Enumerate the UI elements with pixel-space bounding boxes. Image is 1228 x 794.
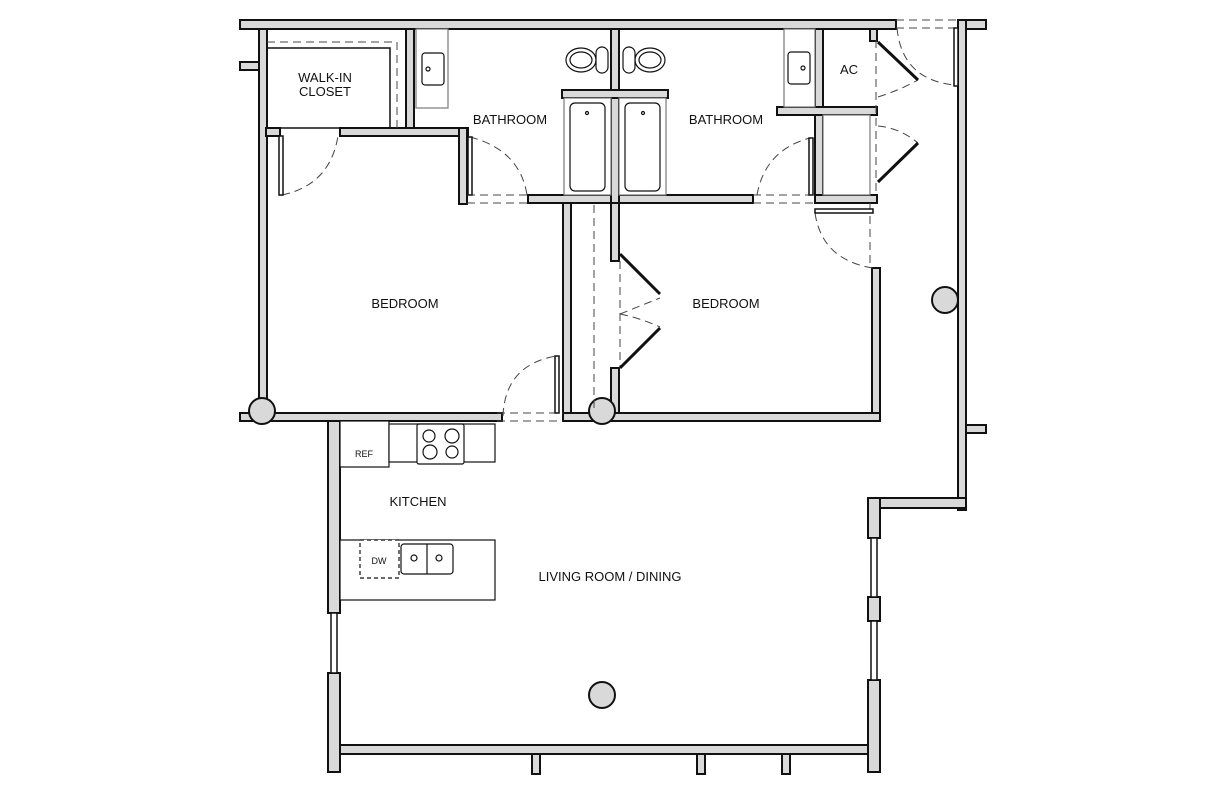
wall-exterior-step <box>867 497 967 509</box>
wall-bottom-div1 <box>531 753 541 775</box>
wall-bath-left-bottom <box>527 194 754 204</box>
wall-living-left-bottom <box>327 672 341 773</box>
wall-tub-top-left <box>561 89 669 99</box>
wall-bottom-div3 <box>781 753 791 775</box>
wall-bottom-div2 <box>696 753 706 775</box>
ac-closet-shelf <box>822 114 871 196</box>
column <box>248 397 276 425</box>
wall-left-stub <box>239 61 261 71</box>
door-hall-bifold-1 <box>618 252 662 296</box>
wall-closet-right <box>405 28 415 133</box>
door-swing-closet <box>281 135 339 196</box>
wall-exterior-right-bottom <box>867 679 881 773</box>
window-right-1 <box>870 537 878 598</box>
wall-closet-right-bottom <box>814 194 878 204</box>
door-bedroom-left <box>554 355 560 414</box>
wall-exterior-right-stub <box>965 424 987 434</box>
door-swing-entry <box>896 27 956 86</box>
range <box>416 423 465 465</box>
door-swing-bedroom-right <box>814 212 874 269</box>
column <box>588 397 616 425</box>
wall-center-divider <box>610 28 620 205</box>
door-closet <box>278 135 284 196</box>
wall-top <box>239 19 897 30</box>
room-label-bedroom-left: BEDROOM <box>371 296 439 311</box>
door-ac-bifold <box>876 40 920 82</box>
wall-hall-left <box>562 202 572 422</box>
room-label-bathroom-right: BATHROOM <box>688 112 764 127</box>
room-label-living-dining: LIVING ROOM / DINING <box>538 569 682 584</box>
sink-right-icon <box>787 51 811 85</box>
door-swing-ac <box>877 79 919 98</box>
door-bath-right <box>808 137 814 196</box>
wall-bottom <box>339 744 869 755</box>
wall-hall-right-top <box>610 202 620 262</box>
door-closet-bifold <box>876 141 920 184</box>
column <box>931 286 959 314</box>
wall-exterior-right-mid <box>867 596 881 622</box>
tub-left-icon <box>569 102 606 192</box>
room-label-bedroom-right: BEDROOM <box>692 296 760 311</box>
room-label-ac: AC <box>839 62 859 77</box>
wall-closet-bottom-left <box>265 127 281 137</box>
dishwasher <box>359 539 400 579</box>
wall-kitchen-left <box>327 420 341 614</box>
door-swing-bedroom-left <box>502 355 557 417</box>
window-right-2 <box>870 620 878 681</box>
door-hall-bifold-2 <box>618 326 662 370</box>
door-bath-left <box>467 136 473 196</box>
sink-left-icon <box>421 52 445 86</box>
room-label-kitchen: KITCHEN <box>389 494 447 509</box>
fixture-label-ref: REF <box>355 449 373 459</box>
door-entry <box>953 27 959 87</box>
wall-exterior-right-lower <box>867 497 881 539</box>
wall-bath-left-side <box>458 127 468 205</box>
door-swing-bath-right <box>756 137 811 196</box>
closet-shelf <box>266 47 391 129</box>
wall-left-outer <box>258 28 268 413</box>
door-bedroom-right <box>814 208 874 214</box>
wall-exterior-right-upper <box>957 19 967 511</box>
wall-closet-bottom <box>339 127 469 137</box>
bifold-swing <box>619 297 661 328</box>
wall-bedroom-right <box>871 267 881 422</box>
room-label-bathroom-left: BATHROOM <box>472 112 548 127</box>
wall-ac-rightside-top <box>869 28 878 42</box>
door-swing-closet-right <box>877 125 919 144</box>
door-swing-bath-left <box>469 136 528 196</box>
wall-bedroom-left-bottom <box>239 412 503 422</box>
wall-bedroom-right-bottom <box>562 412 881 422</box>
door-threshold <box>467 19 958 422</box>
fixture-label-dw: DW <box>371 556 387 566</box>
refrigerator <box>339 420 390 468</box>
room-label-walkin-closet: WALK-IN CLOSET <box>298 70 352 99</box>
tub-right-icon <box>624 102 661 192</box>
burner-icon <box>422 429 436 443</box>
window-left <box>330 612 338 674</box>
column <box>588 681 616 709</box>
wall-ac-bottom <box>776 106 878 116</box>
